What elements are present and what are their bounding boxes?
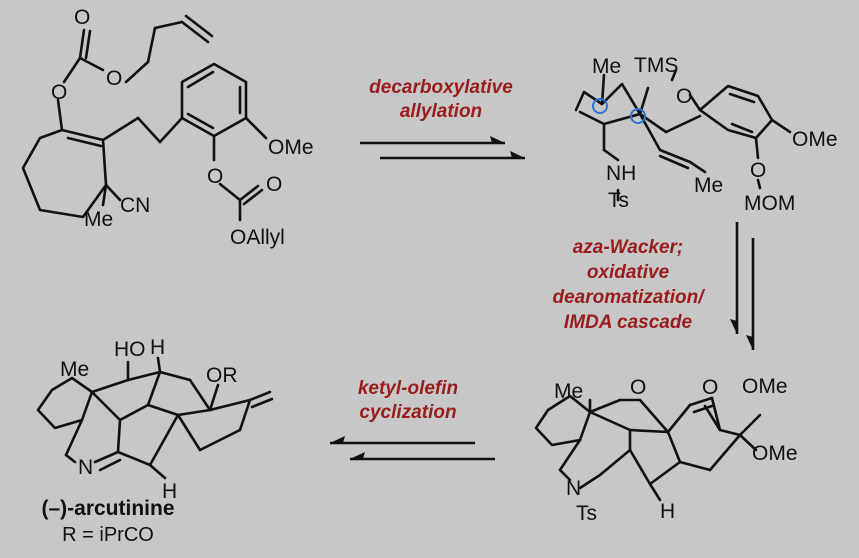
- sm-o2: O: [74, 6, 90, 29]
- arrow-step1: [360, 136, 525, 160]
- sm-oallyl: OAllyl: [230, 226, 285, 249]
- int1-o2: O: [750, 159, 766, 182]
- sm-o4: O: [207, 165, 223, 188]
- int2-ome2: OMe: [752, 442, 798, 465]
- step3-label-line1: ketyl-olefin: [358, 378, 458, 399]
- int1-me: Me: [592, 55, 621, 78]
- product-ho: HO: [114, 338, 146, 361]
- step1-label-line2: allylation: [400, 101, 482, 122]
- int1-ome: OMe: [792, 128, 838, 151]
- starting-material: O O O O O OMe CN Me OAllyl: [21, 6, 314, 249]
- product-arcutinine: HO H OR Me N H (–)-arcutinine R = iPrCO: [36, 336, 274, 546]
- int1-mom: MOM: [744, 192, 795, 215]
- step3-label-line2: cyclization: [359, 402, 456, 423]
- step2-label-line4: IMDA cascade: [564, 312, 693, 333]
- int2-ts: Ts: [576, 502, 597, 525]
- int1-ts: Ts: [608, 189, 629, 212]
- step2-label-line3: dearomatization/: [553, 287, 706, 308]
- int2-o1: O: [630, 376, 646, 399]
- product-me: Me: [60, 358, 89, 381]
- product-or: OR: [206, 364, 238, 387]
- product-r-definition: R = iPrCO: [62, 524, 154, 546]
- sm-o5: O: [266, 173, 282, 196]
- int2-ome1: OMe: [742, 375, 788, 398]
- product-h2: H: [162, 480, 177, 503]
- sm-cn: CN: [120, 194, 150, 217]
- intermediate-1: Me TMS O OMe NH Ts Me O MOM: [574, 54, 838, 215]
- int1-nh: NH: [606, 162, 636, 185]
- int2-n: N: [566, 477, 581, 500]
- int1-o: O: [676, 85, 692, 108]
- product-h1: H: [150, 336, 165, 359]
- arrow-step2: [730, 222, 755, 350]
- step1-label-line1: decarboxylative: [369, 77, 513, 98]
- sm-ome: OMe: [268, 136, 314, 159]
- sm-o3: O: [106, 67, 122, 90]
- sm-me: Me: [84, 208, 113, 231]
- int2-me: Me: [554, 380, 583, 403]
- product-n: N: [78, 456, 93, 479]
- int1-tms: TMS: [634, 54, 678, 77]
- int2-h: H: [660, 500, 675, 523]
- int1-me2: Me: [694, 174, 723, 197]
- product-name: (–)-arcutinine: [41, 497, 174, 520]
- int2-o2: O: [702, 376, 718, 399]
- intermediate-2: Me O O OMe OMe N Ts H: [534, 375, 798, 525]
- step2-label-line1: aza-Wacker;: [573, 237, 684, 258]
- step2-label-line2: oxidative: [587, 262, 670, 283]
- arrow-step3: [330, 436, 495, 461]
- sm-o1: O: [51, 81, 67, 104]
